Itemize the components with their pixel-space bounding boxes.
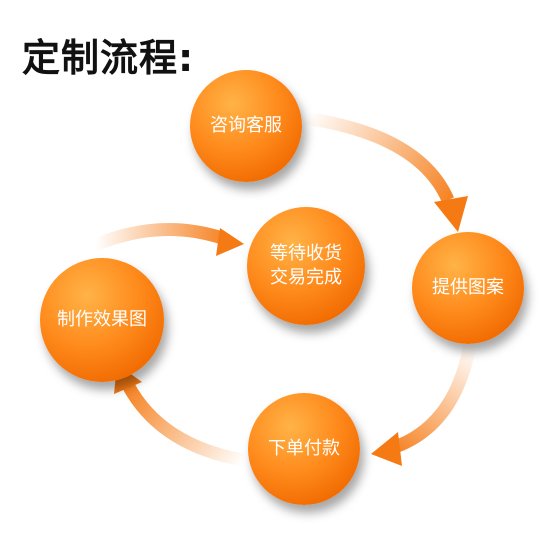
step-consult-circle: 咨询客服 xyxy=(190,70,302,182)
arrowhead-effect-finish xyxy=(216,228,244,256)
step-order-circle: 下单付款 xyxy=(248,393,360,505)
arrowhead-design-order xyxy=(371,432,402,466)
arrowhead-consult-design xyxy=(434,196,468,232)
page-title: 定制流程: xyxy=(22,36,195,80)
flow-arrow-consult-design xyxy=(304,111,454,203)
step-order-label: 下单付款 xyxy=(268,437,340,459)
step-finish-circle: 等待收货 交易完成 xyxy=(247,207,365,325)
step-finish-label-line1: 等待收货 xyxy=(270,242,342,264)
flow-arrow-design-order xyxy=(392,343,477,454)
step-finish-label-line2: 交易完成 xyxy=(270,267,342,288)
step-design-label: 提供图案 xyxy=(432,276,504,298)
step-effect-label: 制作效果图 xyxy=(57,308,147,330)
flow-arrow-order-effect xyxy=(122,381,245,467)
flow-arrow-effect-finish xyxy=(92,222,224,252)
step-design-circle: 提供图案 xyxy=(412,232,524,344)
step-effect-circle: 制作效果图 xyxy=(40,258,164,382)
step-consult-label: 咨询客服 xyxy=(210,114,282,136)
